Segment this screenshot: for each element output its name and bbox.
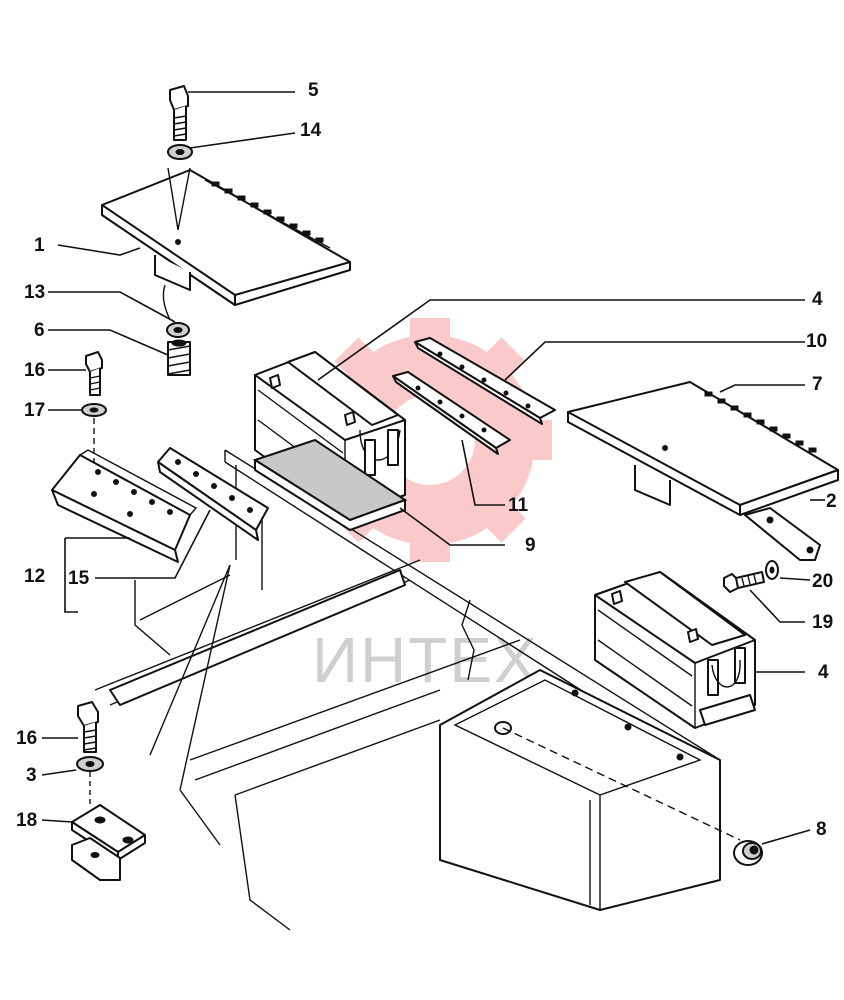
watermark-text: ИНТЕХ <box>312 624 539 696</box>
callout-12: 12 <box>24 566 45 587</box>
callout-19: 19 <box>812 612 833 633</box>
callout-7: 7 <box>812 374 823 395</box>
battery-lower <box>594 571 756 729</box>
callout-14: 14 <box>300 120 322 141</box>
bracket-12 <box>51 449 198 563</box>
callout-10: 10 <box>806 331 827 352</box>
bracket-15 <box>157 447 269 541</box>
cover-plate-right <box>567 381 839 516</box>
bracket-2 <box>744 507 821 561</box>
clamp-18-icon <box>71 804 146 881</box>
bolt-16-upper-icon <box>85 351 103 396</box>
callout-4-upper: 4 <box>812 289 823 310</box>
callout-labels: 5 14 1 13 6 16 17 12 15 16 3 18 4 10 7 2… <box>16 80 837 840</box>
cover-plate-left <box>101 167 351 306</box>
battery-box <box>439 669 741 911</box>
leader-lines <box>41 91 825 845</box>
bolt-19-icon <box>723 571 765 593</box>
callout-17: 17 <box>24 400 45 421</box>
grommet-8-icon <box>733 840 763 866</box>
callout-18: 18 <box>16 810 37 831</box>
callout-4-lower: 4 <box>818 662 829 683</box>
callout-20: 20 <box>812 571 833 592</box>
callout-13: 13 <box>24 282 45 303</box>
callout-1: 1 <box>34 235 45 256</box>
strip-10 <box>414 337 556 425</box>
callout-16-upper: 16 <box>24 360 45 381</box>
callout-16-lower: 16 <box>16 728 37 749</box>
callout-5: 5 <box>308 80 319 101</box>
callout-15: 15 <box>68 568 90 589</box>
bolt-16-lower-icon <box>77 701 99 753</box>
callout-3: 3 <box>26 765 37 786</box>
strip-11 <box>392 371 511 455</box>
callout-8: 8 <box>816 819 827 840</box>
callout-6: 6 <box>34 320 45 341</box>
callout-9: 9 <box>525 535 536 556</box>
callout-11: 11 <box>508 495 529 516</box>
callout-2: 2 <box>826 491 837 512</box>
spring-6-icon <box>167 339 191 376</box>
bolt-5-icon <box>169 85 189 141</box>
battery-upper <box>252 351 408 531</box>
vehicle-frame <box>94 449 721 931</box>
